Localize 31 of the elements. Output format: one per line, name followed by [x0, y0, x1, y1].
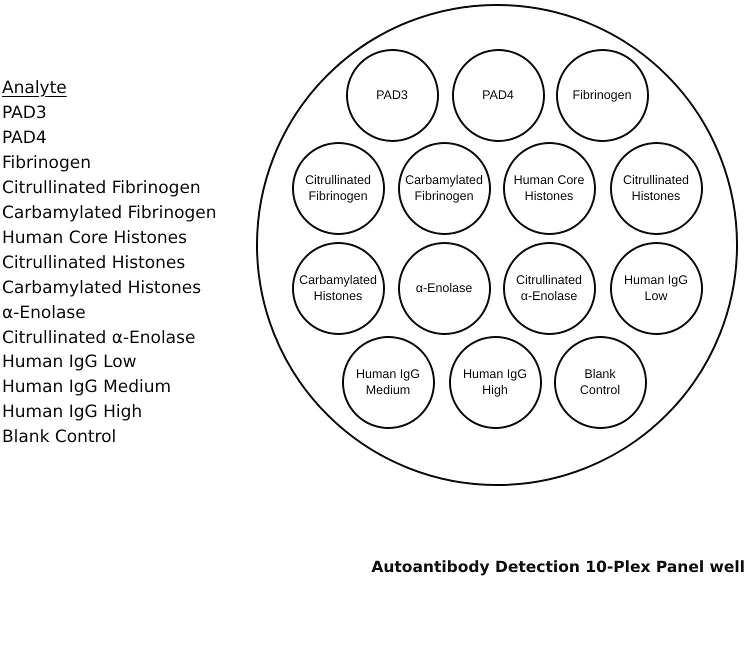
analyte-list-item: Human IgG High: [2, 401, 142, 424]
well-circle: [256, 4, 738, 486]
analyte-list-item: PAD4: [2, 126, 47, 149]
analyte-spot: Carbamylated Fibrinogen: [398, 142, 490, 234]
list-heading: Analyte: [2, 77, 67, 99]
analyte-spot: Citrullinated Fibrinogen: [292, 142, 384, 234]
analyte-list-item: Citrullinated α-Enolase: [2, 326, 196, 348]
analyte-spot: PAD4: [452, 48, 544, 142]
analyte-list-item: Carbamylated Histones: [2, 276, 202, 299]
analyte-spot: Carbamylated Histones: [292, 242, 384, 334]
analyte-spot: Fibrinogen: [556, 48, 648, 142]
analyte-spot: PAD3: [346, 48, 438, 142]
analyte-list-item: Citrullinated Fibrinogen: [2, 176, 201, 199]
analyte-spot: Human IgG High: [448, 336, 542, 428]
analyte-list-item: Human IgG Low: [2, 351, 137, 374]
analyte-spot: Citrullinated Histones: [610, 142, 702, 234]
analyte-list-item: Fibrinogen: [2, 152, 91, 174]
analyte-list-item: Citrullinated Histones: [2, 252, 186, 274]
analyte-list-item: Human Core Histones: [2, 226, 187, 249]
analyte-spot: Human Core Histones: [502, 142, 596, 234]
analyte-list-item: PAD3: [2, 102, 47, 124]
analyte-list-item: Blank Control: [2, 426, 116, 448]
analyte-spot: Human IgG Medium: [342, 336, 434, 428]
analyte-spot: Citrullinated α-Enolase: [502, 242, 596, 334]
analyte-spot: Blank Control: [554, 336, 646, 428]
analyte-spot: Human IgG Low: [610, 242, 702, 334]
caption: Autoantibody Detection 10-Plex Panel well: [371, 557, 745, 578]
analyte-spot: α-Enolase: [398, 242, 490, 334]
analyte-list-item: Human IgG Medium: [2, 376, 172, 398]
analyte-list-item: α-Enolase: [2, 302, 86, 324]
analyte-list-item: Carbamylated Fibrinogen: [2, 202, 217, 224]
